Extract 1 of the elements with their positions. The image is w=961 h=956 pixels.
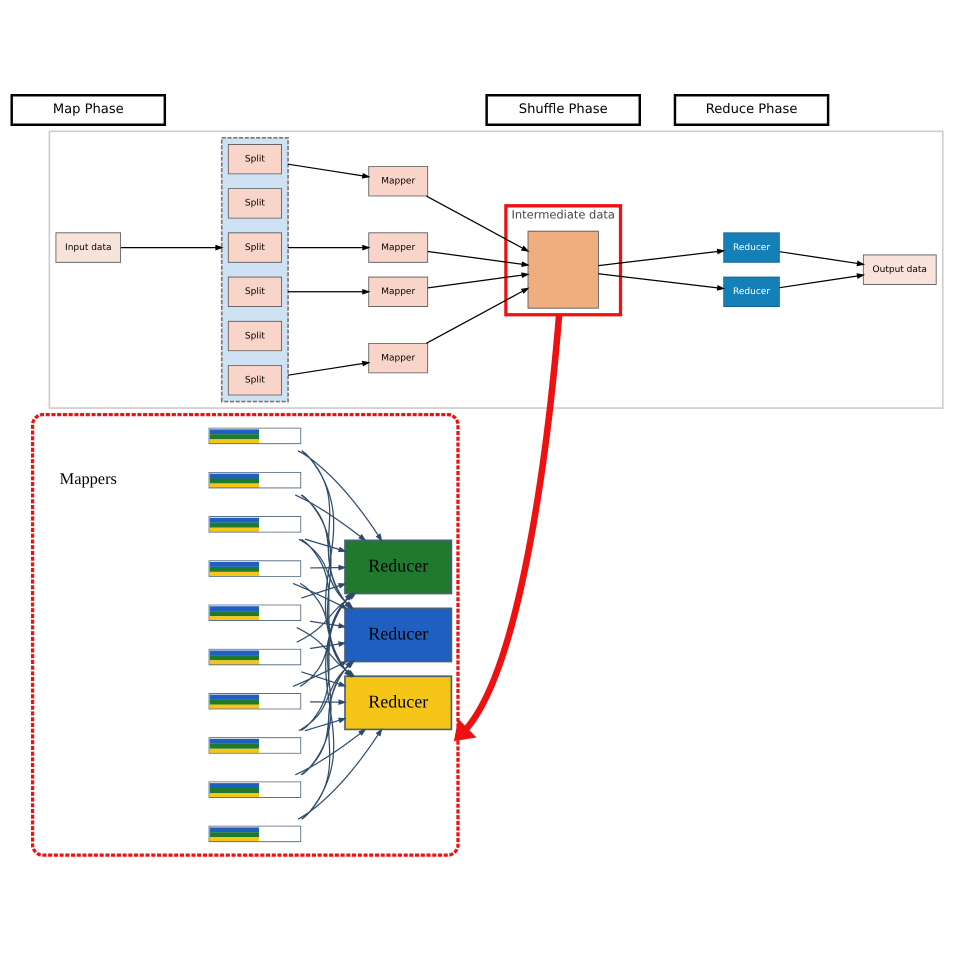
label: Mappers	[60, 468, 117, 488]
